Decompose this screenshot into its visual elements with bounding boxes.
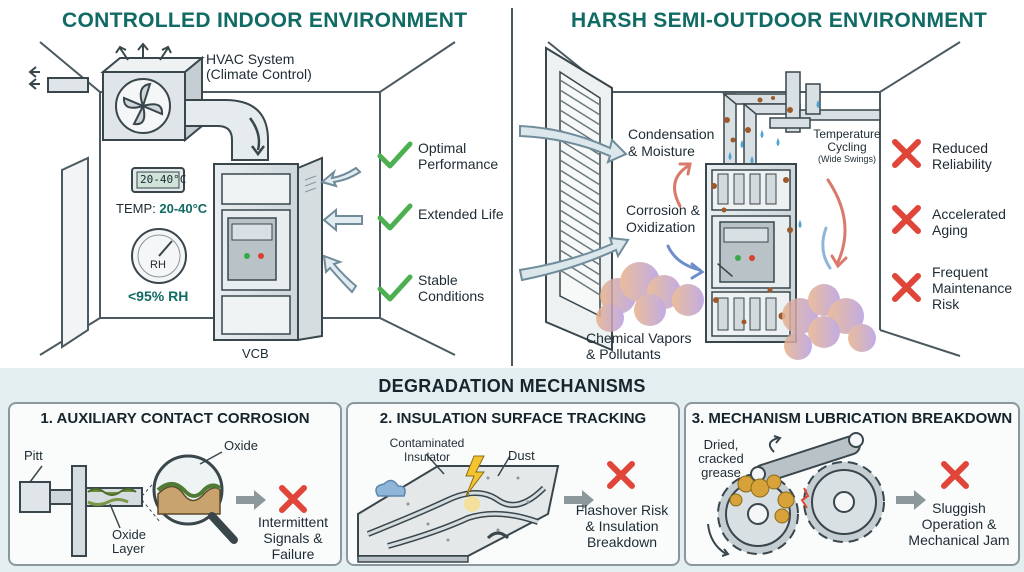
indoor-vcb-cabinet [213,156,323,342]
cross-icon [607,461,635,489]
arrow-right-icon [564,490,594,510]
risk-frequent-maintenance: Frequent Maintenance Risk [932,264,1013,312]
airflow-up-icon [115,42,172,61]
condensation-label: Condensation & Moisture [628,126,715,159]
mechanisms-title: DEGRADATION MECHANISMS [378,376,646,396]
benefit-extended-life: Extended Life [418,206,504,222]
louver-panel [545,46,613,352]
mechanism-panel-lubrication-breakdown: 3. MECHANISM LUBRICATION BREAKDOWN Dried… [684,402,1020,566]
arrow-right-icon [896,490,926,510]
cross-icon [892,139,921,168]
check-icon [377,274,413,302]
pitt-label: Pitt [24,448,43,463]
vcb-label: VCB [242,346,269,361]
indoor-room [39,41,456,356]
cross-icon [892,273,921,302]
gauge-rh-text: RH [150,259,166,271]
cycle-arrow-icon [673,164,690,208]
chemical-vapor-cloud [596,262,876,360]
temp-display-readout: 20-40°C [140,173,187,186]
benefit-stable-conditions: Stable Conditions [418,272,485,304]
corrosion-label: Corrosion & Oxidization [626,202,700,235]
cross-icon [941,461,969,489]
indoor-title: CONTROLLED INDOOR ENVIRONMENT [62,9,468,32]
contaminated-insulator-label: Contaminated Insulator [389,436,465,464]
outcome-intermittent-signals: Intermittent Signals & Failure [257,514,329,562]
outdoor-title: HARSH SEMI-OUTDOOR ENVIRONMENT [571,9,988,32]
air-duct [184,99,269,161]
panel-title: 2. INSULATION SURFACE TRACKING [379,410,647,427]
airflow-arrow-icon [319,166,363,294]
panel-title: 1. AUXILIARY CONTACT CORROSION [40,410,310,427]
gear-icon [803,461,885,543]
outcome-sluggish-operation: Sluggish Operation & Mechanical Jam [908,500,1010,548]
panel-title: 3. MECHANISM LUBRICATION BREAKDOWN [691,410,1013,427]
mechanism-panel-surface-tracking: 2. INSULATION SURFACE TRACKING Contamina… [346,402,680,566]
chemical-vapors-label: Chemical Vapors & Pollutants [586,330,692,362]
risk-accelerated-aging: Accelerated Aging [932,206,1006,238]
hvac-label: HVAC System (Climate Control) [206,51,312,82]
benefit-optimal-performance: Optimal Performance [418,140,499,172]
dust-label: Dust [508,448,535,463]
mechanism-panel-contact-corrosion: 1. AUXILIARY CONTACT CORROSION Pitt Oxid… [8,402,342,566]
temp-label: TEMP: 20-40°C [116,201,208,216]
temperature-cycling-label: Temperature Cycling (Wide Swings) [813,127,881,165]
cross-icon [279,485,307,513]
arrow-right-icon [236,490,266,510]
wind-arrow-icon [518,124,630,282]
contact-corrosion-illustration [19,451,307,557]
lubrication-illustration [707,432,969,557]
dried-grease-label: Dried, cracked grease [698,437,744,480]
outcome-flashover-risk: Flashover Risk & Insulation Breakdown [575,502,669,550]
magnifier-icon [152,454,238,544]
surface-tracking-illustration [357,453,635,563]
outdoor-vcb-cabinet [705,163,797,343]
cross-icon [892,205,921,234]
check-icon [377,141,413,169]
oxide-label: Oxide [224,438,258,453]
risk-reduced-reliability: Reduced Reliability [932,140,992,172]
cycle-arrow-icon [826,178,847,264]
oxide-layer-label: Oxide Layer [112,527,146,556]
check-icon [377,203,413,231]
hvac-unit [28,42,205,143]
rh-value: <95% RH [128,288,189,304]
spark-icon [465,455,485,497]
